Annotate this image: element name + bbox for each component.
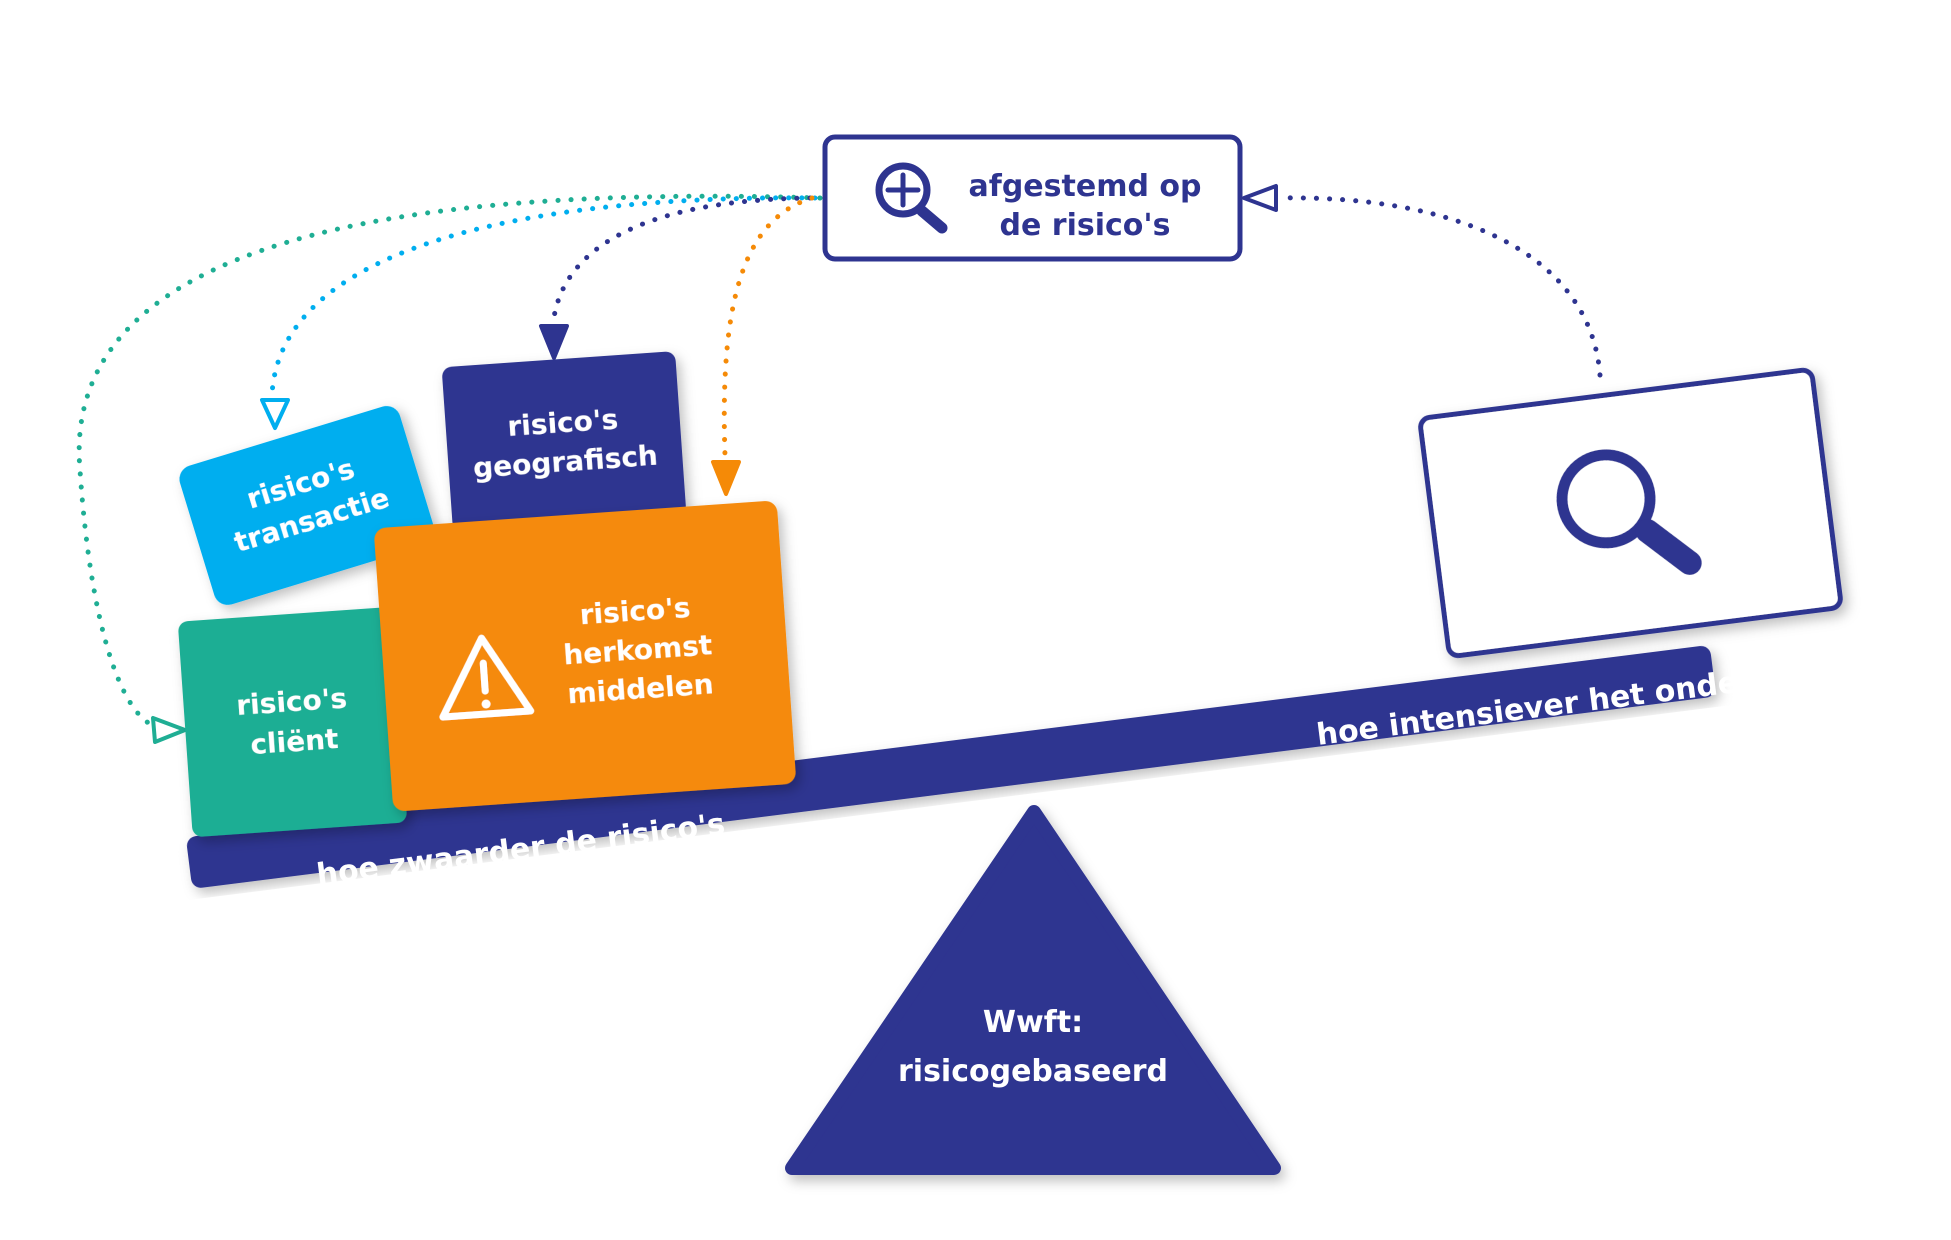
arrowhead-client bbox=[151, 716, 187, 744]
arrow-to-client bbox=[76, 193, 823, 731]
scale-beam bbox=[186, 645, 1716, 888]
block-transactie: risico's transactie bbox=[179, 406, 435, 605]
arrow-to-herkomst bbox=[721, 195, 815, 458]
top-box: afgestemd op de risico's bbox=[822, 134, 1243, 262]
geografisch-line1: risico's bbox=[506, 402, 619, 443]
warning-icon bbox=[439, 634, 535, 721]
arrow-to-geografisch bbox=[550, 195, 813, 328]
block-client: risico's cliënt bbox=[178, 607, 407, 837]
herkomst-line1: risico's bbox=[579, 591, 692, 632]
arrowhead-geografisch bbox=[539, 324, 569, 360]
block-herkomst: risico's herkomst middelen bbox=[374, 501, 796, 811]
arrow-heads bbox=[151, 184, 1278, 744]
magnifier-icon bbox=[1556, 449, 1702, 575]
arrowhead-herkomst bbox=[711, 460, 741, 496]
block-geografisch: risico's geografisch bbox=[442, 351, 686, 532]
arrowhead-transactie bbox=[260, 398, 290, 430]
fulcrum-line2: risicogebaseerd bbox=[898, 1054, 1168, 1089]
zoom-in-icon bbox=[875, 162, 948, 234]
top-box-line1: afgestemd op bbox=[969, 169, 1202, 204]
arrow-from-onderzoek bbox=[1277, 195, 1603, 378]
fulcrum-triangle bbox=[785, 805, 1281, 1175]
onderzoek-box bbox=[1418, 367, 1843, 659]
connector-arrows bbox=[76, 193, 1603, 731]
fulcrum-line1: Wwft: bbox=[983, 1005, 1083, 1040]
arrowhead-onderzoek bbox=[1242, 184, 1278, 212]
client-line1: risico's bbox=[235, 681, 348, 722]
top-box-line2: de risico's bbox=[1000, 208, 1171, 243]
client-line2: cliënt bbox=[249, 722, 339, 761]
